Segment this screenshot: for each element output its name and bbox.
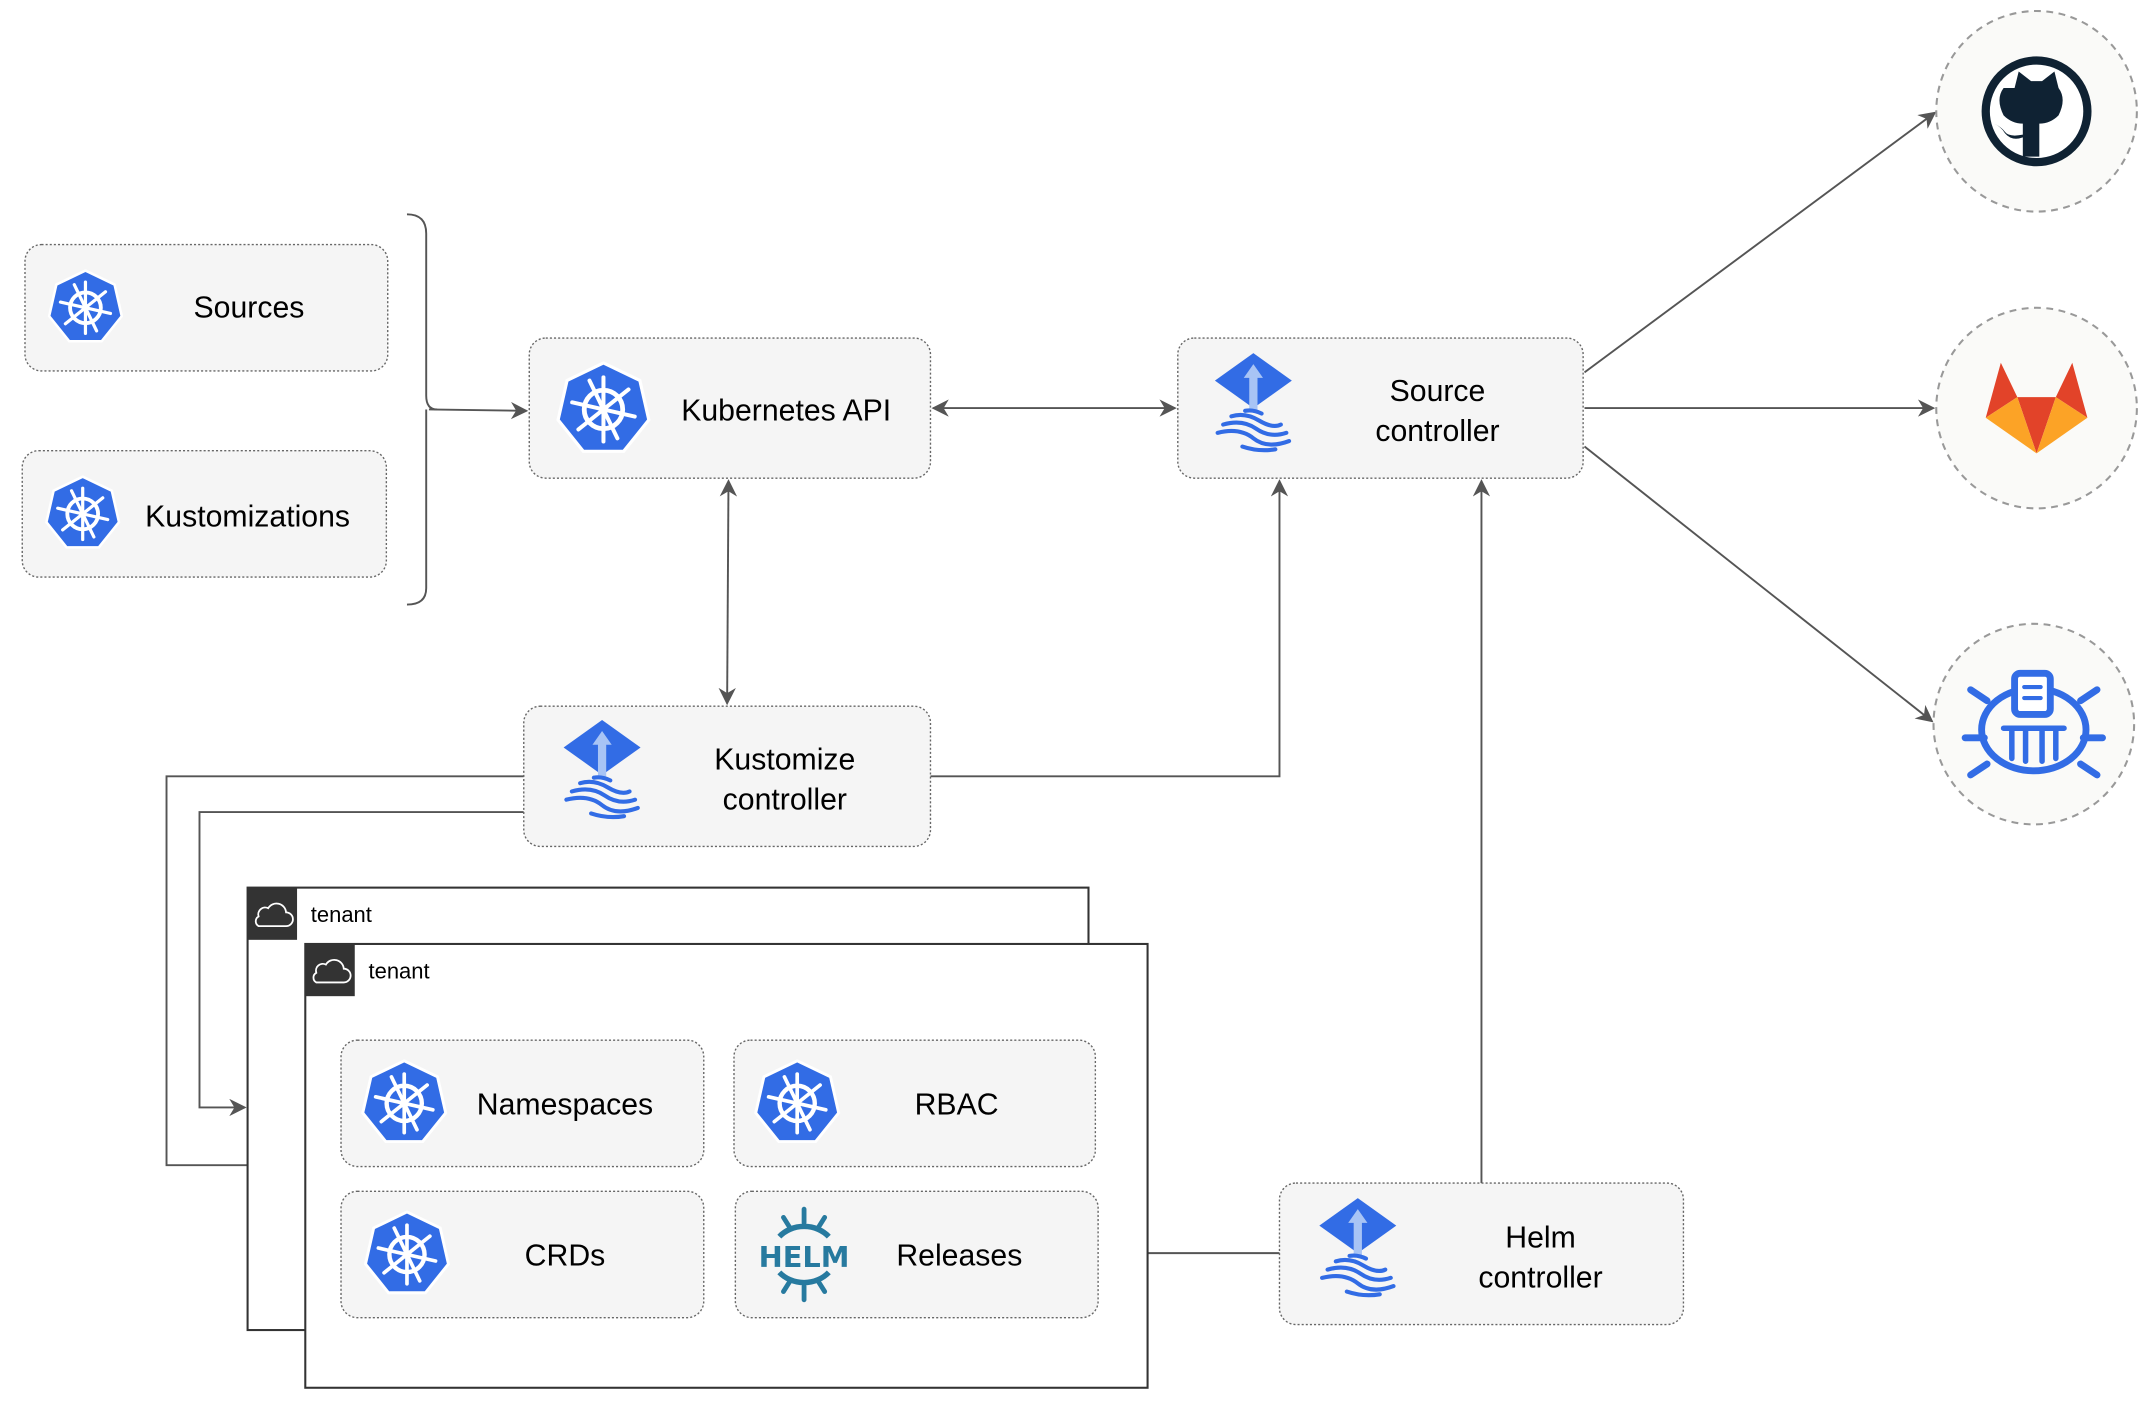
node-sources[interactable]: Sources: [24, 243, 389, 372]
node-kubernetes-api[interactable]: Kubernetes API: [528, 337, 932, 479]
edge-kustomize-to-source: [930, 479, 1289, 778]
node-kustomizations[interactable]: Kustomizations: [21, 449, 388, 578]
node-label: Sources: [194, 291, 305, 324]
gitlab-source[interactable]: [1935, 306, 2138, 510]
helm-icon: HELM: [759, 1206, 850, 1303]
node-label-line2: controller: [723, 783, 847, 816]
node-label: CRDs: [525, 1239, 606, 1272]
node-label: Releases: [896, 1239, 1022, 1272]
node-label-line1: Helm: [1505, 1222, 1576, 1255]
tenant-label: tenant: [369, 958, 430, 983]
cloud-icon: [312, 958, 352, 984]
edge-source-to-github: [1583, 111, 1937, 374]
node-releases[interactable]: HELM Releases: [734, 1190, 1099, 1319]
tenant-label: tenant: [311, 902, 372, 927]
node-source-controller[interactable]: Source controller: [1177, 337, 1584, 479]
node-label: Kustomizations: [145, 500, 350, 533]
cloud-icon: [254, 902, 294, 927]
edge-api-kustomize-controller: [718, 479, 738, 706]
edge-source-to-registry: [1583, 445, 1934, 723]
registry-source[interactable]: [1932, 622, 2136, 826]
edge-kustomize-to-tenant-back: [198, 811, 524, 1117]
node-label-line2: controller: [1478, 1261, 1602, 1294]
brace-connector: [406, 213, 438, 606]
node-label-line1: Source: [1390, 375, 1486, 408]
edge-resources-to-api: [428, 401, 529, 420]
node-kustomize-controller[interactable]: Kustomize controller: [523, 705, 932, 848]
node-label-line1: Kustomize: [714, 743, 855, 776]
gitlab-icon: [1985, 362, 2088, 454]
node-namespaces[interactable]: Namespaces: [340, 1039, 705, 1168]
node-label: Kubernetes API: [681, 394, 891, 427]
node-label: RBAC: [915, 1088, 999, 1121]
github-icon: [1981, 56, 2092, 167]
edge-kustomize-to-tenant-front: [165, 775, 524, 1174]
node-rbac[interactable]: RBAC: [733, 1039, 1097, 1168]
helm-logo-text: HELM: [759, 1240, 850, 1274]
node-helm-controller[interactable]: Helm controller: [1278, 1182, 1685, 1326]
node-crds[interactable]: CRDs: [340, 1190, 705, 1319]
tenant-group-front[interactable]: tenant Namespaces RBAC CRDs HELM Release…: [304, 942, 1149, 1389]
github-source[interactable]: [1935, 9, 2138, 213]
node-label-line2: controller: [1375, 415, 1499, 448]
node-label: Namespaces: [477, 1088, 653, 1121]
registry-icon: [1961, 669, 2106, 779]
